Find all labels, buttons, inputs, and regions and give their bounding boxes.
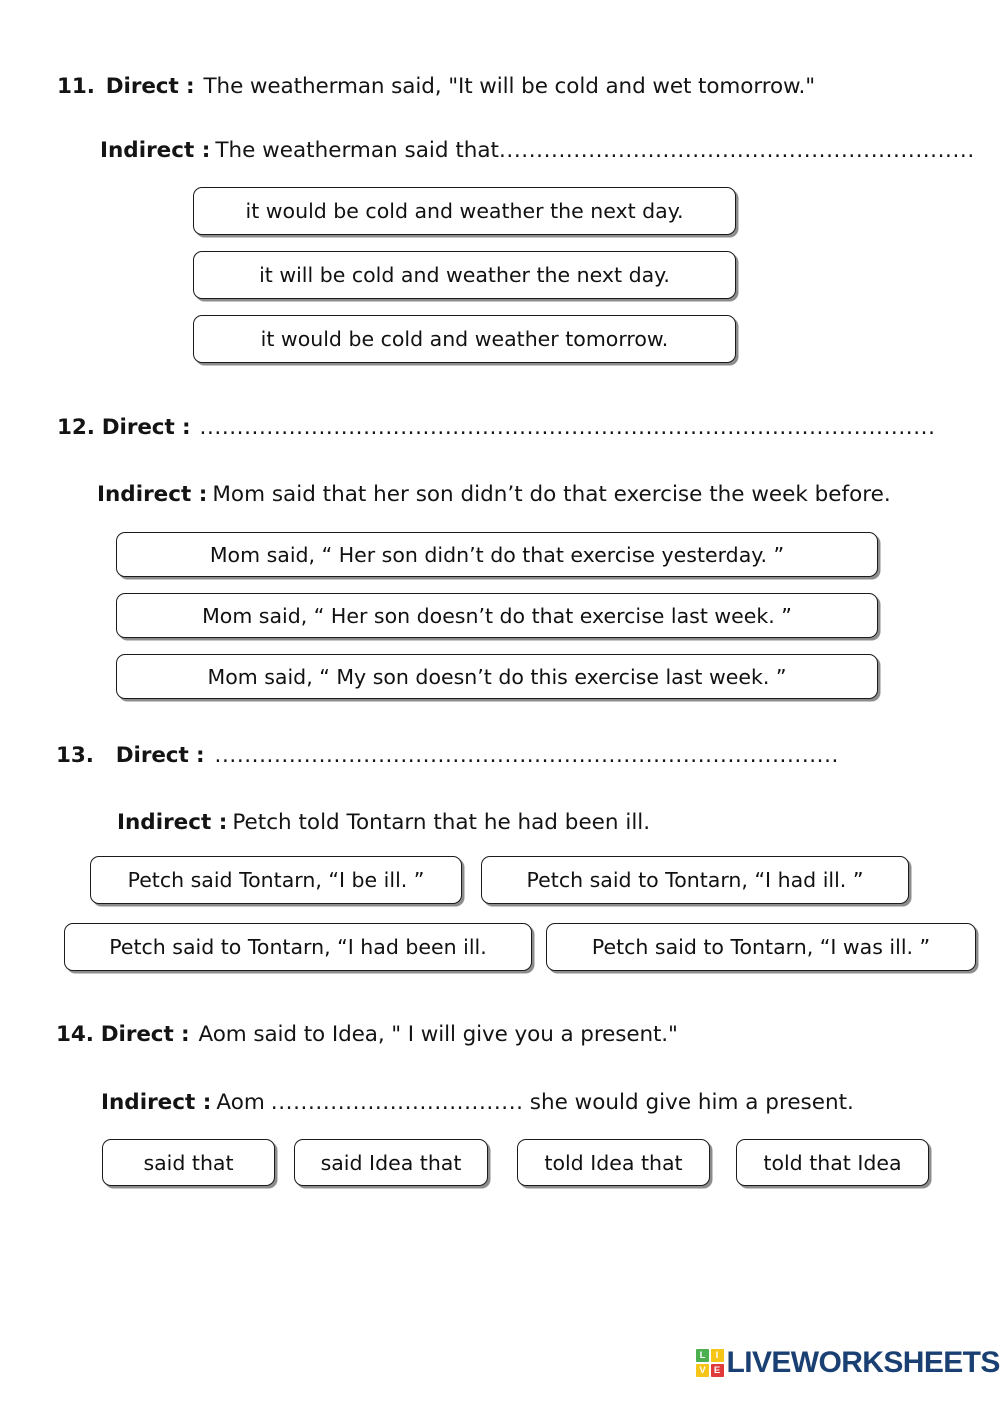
question-11-direct-text: The weatherman said, "It will be cold an… bbox=[203, 74, 816, 99]
question-12-direct-line: 12. Direct : ...........................… bbox=[0, 415, 1000, 440]
question-11-options: it would be cold and weather the next da… bbox=[193, 187, 736, 363]
question-12-direct-blank[interactable]: ........................................… bbox=[199, 415, 935, 440]
question-13-option-4[interactable]: Petch said to Tontarn, “I was ill. ” bbox=[546, 923, 976, 971]
logo-tile-i: I bbox=[710, 1349, 724, 1363]
question-12-indirect-line: Indirect : Mom said that her son didn’t … bbox=[0, 482, 1000, 507]
question-14-option-2[interactable]: said Idea that bbox=[294, 1139, 488, 1186]
logo-tile-l: L bbox=[696, 1349, 709, 1363]
question-11-direct-line: 11. Direct : The weatherman said, "It wi… bbox=[0, 74, 1000, 99]
question-12-option-2[interactable]: Mom said, “ Her son doesn’t do that exer… bbox=[116, 593, 878, 638]
question-11-indirect-line: Indirect : The weatherman said that ....… bbox=[0, 138, 1000, 163]
question-13-direct-line: 13. Direct : ...........................… bbox=[0, 743, 1000, 768]
question-13-indirect-text: Petch told Tontarn that he had been ill. bbox=[232, 810, 651, 835]
question-11-direct-label: Direct : bbox=[105, 74, 195, 99]
question-13-direct-label: Direct : bbox=[115, 743, 205, 768]
question-14-indirect-line: Indirect : Aom .........................… bbox=[0, 1090, 1000, 1115]
question-14-indirect-suffix: she would give him a present. bbox=[529, 1090, 854, 1115]
question-14-direct-text: Aom said to Idea, " I will give you a pr… bbox=[198, 1022, 678, 1047]
question-14-option-4[interactable]: told that Idea bbox=[736, 1139, 929, 1186]
question-12: 12. Direct : ...........................… bbox=[0, 415, 1000, 699]
liveworksheets-logo[interactable]: L I V E LIVEWORKSHEETS bbox=[696, 1346, 1000, 1380]
question-14-option-1[interactable]: said that bbox=[102, 1139, 275, 1186]
question-12-options: Mom said, “ Her son didn’t do that exerc… bbox=[116, 532, 878, 699]
question-13-option-1[interactable]: Petch said Tontarn, “I be ill. ” bbox=[90, 856, 462, 904]
question-13-indirect-label: Indirect : bbox=[117, 810, 228, 835]
question-13-options-row-1: Petch said Tontarn, “I be ill. ” Petch s… bbox=[90, 856, 909, 904]
question-11-option-1[interactable]: it would be cold and weather the next da… bbox=[193, 187, 736, 235]
question-12-number: 12. bbox=[57, 415, 95, 440]
question-14-blank[interactable]: ........................................… bbox=[270, 1090, 524, 1115]
question-14-indirect-prefix: Aom bbox=[216, 1090, 265, 1115]
question-11-blank[interactable]: ........................................… bbox=[499, 138, 975, 163]
question-14-option-3[interactable]: told Idea that bbox=[517, 1139, 710, 1186]
question-13: 13. Direct : ...........................… bbox=[0, 743, 1000, 971]
question-13-direct-blank[interactable]: ........................................… bbox=[214, 743, 839, 768]
question-14-direct-label: Direct : bbox=[100, 1022, 190, 1047]
question-14-options: said that said Idea that told Idea that … bbox=[102, 1139, 929, 1186]
question-13-options-row-2: Petch said to Tontarn, “I had been ill. … bbox=[64, 923, 976, 971]
question-13-option-3[interactable]: Petch said to Tontarn, “I had been ill. bbox=[64, 923, 532, 971]
question-12-indirect-label: Indirect : bbox=[97, 482, 208, 507]
question-12-indirect-text: Mom said that her son didn’t do that exe… bbox=[212, 482, 891, 507]
logo-tile-e: E bbox=[710, 1363, 724, 1377]
question-11-number: 11. bbox=[57, 74, 95, 99]
question-14-indirect-label: Indirect : bbox=[101, 1090, 212, 1115]
question-13-indirect-line: Indirect : Petch told Tontarn that he ha… bbox=[0, 810, 1000, 835]
question-12-option-1[interactable]: Mom said, “ Her son didn’t do that exerc… bbox=[116, 532, 878, 577]
question-11-indirect-label: Indirect : bbox=[100, 138, 211, 163]
question-12-option-3[interactable]: Mom said, “ My son doesn’t do this exerc… bbox=[116, 654, 878, 699]
question-13-number: 13. bbox=[56, 743, 94, 768]
logo-tiles: L I V E bbox=[696, 1349, 724, 1377]
question-11-option-2[interactable]: it will be cold and weather the next day… bbox=[193, 251, 736, 299]
question-11-option-3[interactable]: it would be cold and weather tomorrow. bbox=[193, 315, 736, 363]
question-12-direct-label: Direct : bbox=[101, 415, 191, 440]
question-11-indirect-text: The weatherman said that bbox=[215, 138, 499, 163]
question-13-option-2[interactable]: Petch said to Tontarn, “I had ill. ” bbox=[481, 856, 909, 904]
question-14: 14. Direct : Aom said to Idea, " I will … bbox=[0, 1022, 1000, 1186]
question-11: 11. Direct : The weatherman said, "It wi… bbox=[0, 74, 1000, 363]
logo-wordmark: LIVEWORKSHEETS bbox=[726, 1346, 1000, 1379]
question-14-number: 14. bbox=[56, 1022, 94, 1047]
question-14-direct-line: 14. Direct : Aom said to Idea, " I will … bbox=[0, 1022, 1000, 1047]
logo-tile-v: V bbox=[696, 1363, 709, 1377]
